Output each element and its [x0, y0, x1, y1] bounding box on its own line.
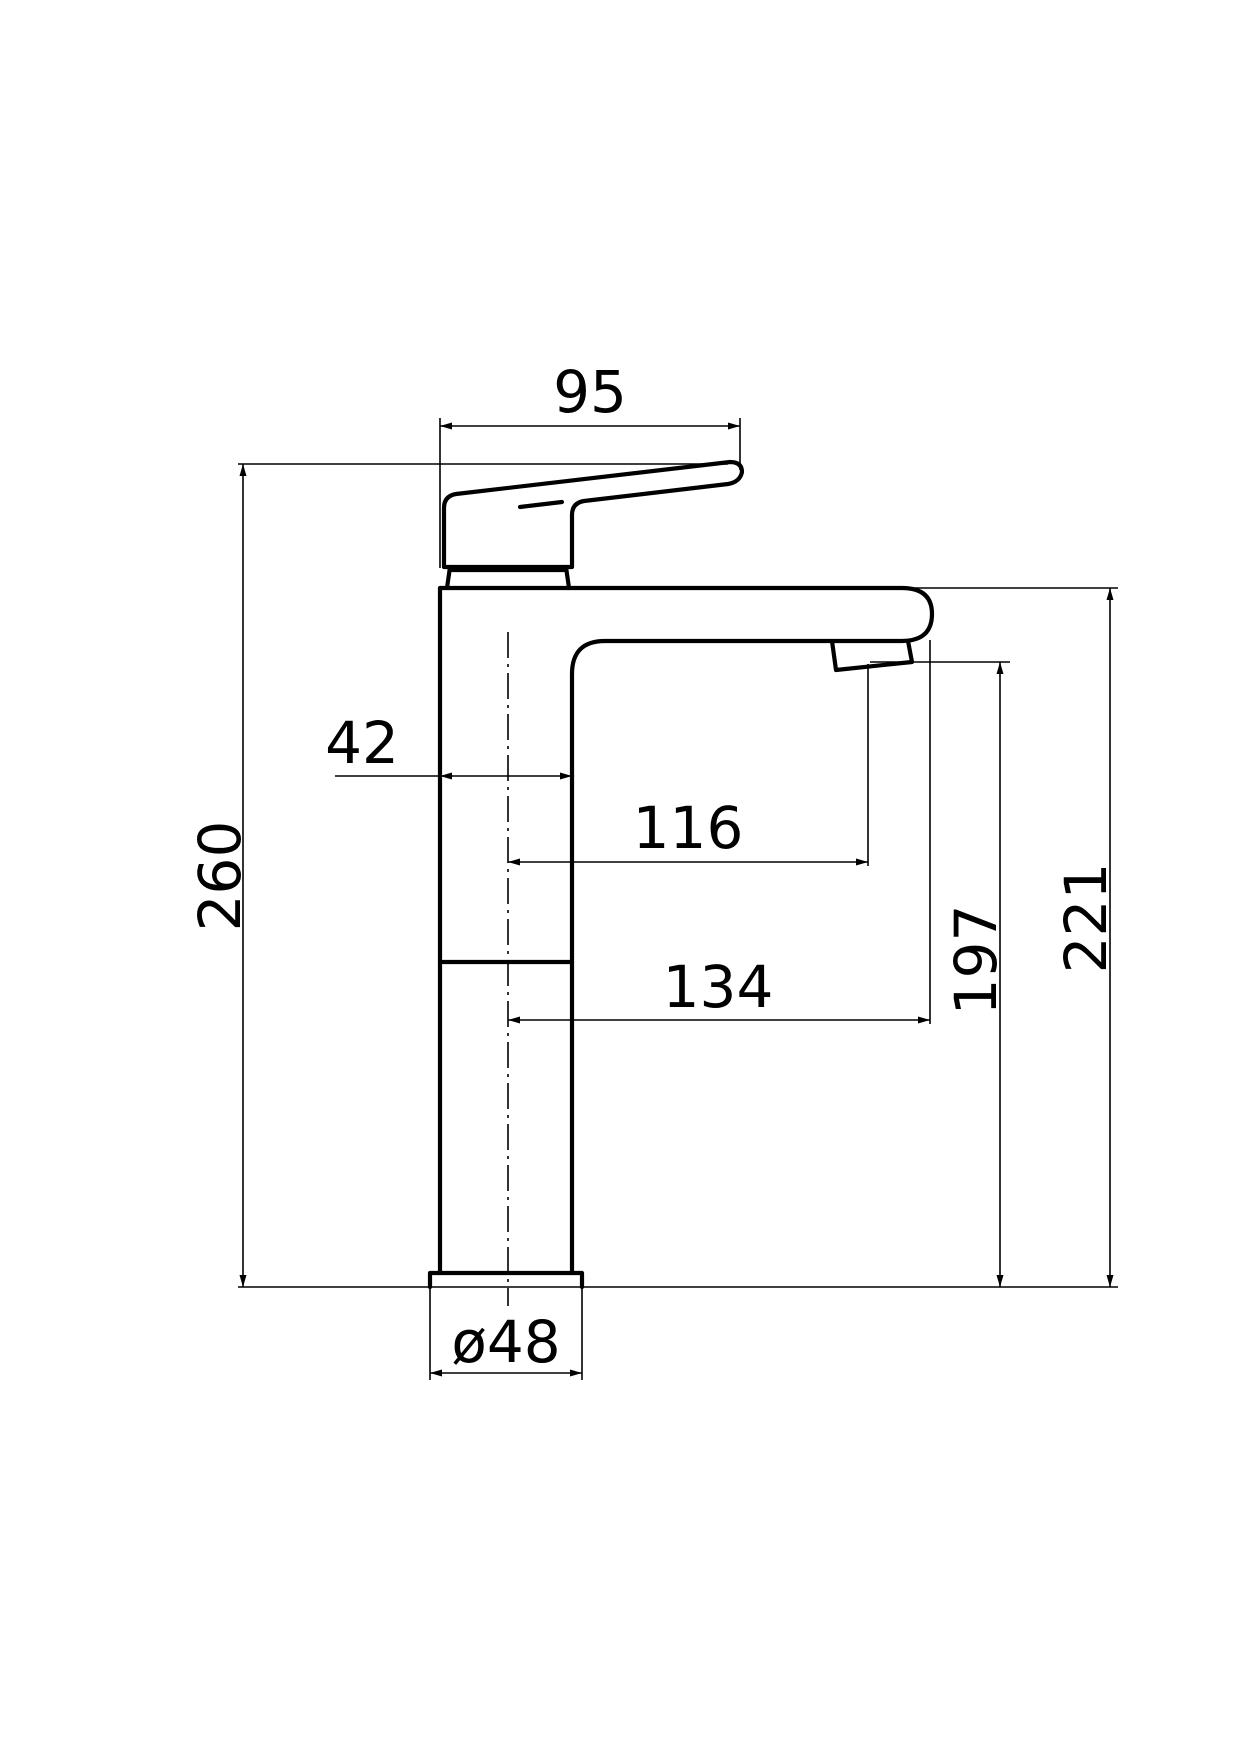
dimension-center-to-outlet: 116 — [508, 794, 868, 866]
dimension-spout-top-height: 221 — [1052, 588, 1120, 1287]
aerator — [829, 638, 915, 673]
dimension-label-48: ø48 — [451, 1308, 560, 1376]
dimension-spout-offset: 42 — [325, 709, 572, 780]
dimension-outlet-height: 197 — [942, 662, 1010, 1287]
dimension-reach: 134 — [508, 953, 930, 1024]
faucet-base — [427, 1270, 585, 1290]
handle-lever — [441, 459, 745, 570]
extension-lines — [238, 418, 1118, 1380]
dimension-label-221: 221 — [1052, 863, 1120, 974]
dimension-label-134: 134 — [663, 953, 774, 1021]
dimension-label-95: 95 — [553, 358, 627, 426]
dimension-label-197: 197 — [942, 905, 1010, 1016]
faucet-body — [437, 585, 935, 1276]
faucet-outline — [427, 459, 935, 1290]
dimension-base-diameter: ø48 — [430, 1308, 582, 1377]
cartridge-ring — [444, 564, 572, 591]
dimension-handle-width: 95 — [440, 358, 740, 430]
dimension-total-height: 260 — [186, 464, 254, 1287]
dimension-label-42: 42 — [325, 709, 399, 777]
dimension-label-116: 116 — [633, 794, 744, 862]
dimension-label-260: 260 — [186, 821, 254, 932]
handle-detail-line — [517, 499, 565, 510]
